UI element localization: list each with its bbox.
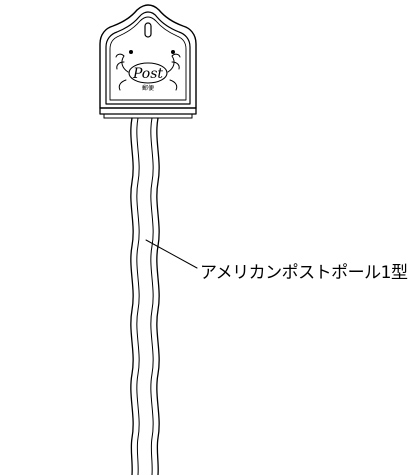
mailbox-inner-body — [105, 11, 191, 105]
callout-label: アメリカンポストポール1型 — [200, 263, 408, 283]
right-vine-ornament — [167, 53, 181, 91]
pole-right-edge — [156, 117, 160, 475]
left-vine-ornament — [115, 53, 129, 91]
mailbox-outer-body — [99, 4, 197, 109]
mailbox-base — [99, 107, 197, 115]
post-pole — [130, 117, 160, 475]
mail-slot — [144, 22, 152, 38]
pole-inner-right — [150, 117, 154, 475]
mailbox-inner-rim — [109, 16, 187, 101]
logo-post-text: Post — [132, 66, 163, 82]
pole-left-edge — [130, 117, 134, 475]
logo-subtext: 郵便 — [142, 84, 154, 92]
mailbox: Post 郵便 — [99, 4, 197, 119]
left-flower-ornament — [129, 50, 133, 54]
pole-inner-left — [136, 117, 140, 475]
post-logo: Post 郵便 — [115, 50, 181, 92]
right-flower-ornament — [171, 50, 175, 54]
logo-oval — [128, 62, 168, 84]
callout-leader-line — [145, 239, 198, 269]
